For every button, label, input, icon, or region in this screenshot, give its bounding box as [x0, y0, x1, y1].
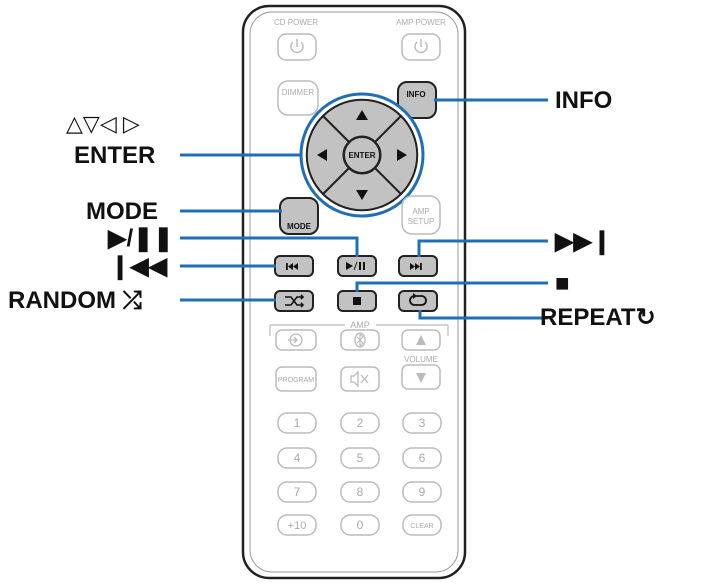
input-source-button[interactable] [275, 329, 317, 351]
key-5-label: 5 [357, 451, 364, 465]
volume-down-button[interactable] [401, 364, 441, 390]
key-7-label: 7 [294, 485, 301, 499]
key-5[interactable]: 5 [340, 447, 380, 469]
leader-stop [355, 281, 548, 292]
cd-power-button[interactable] [277, 33, 317, 61]
amp-setup-label-line1: AMP [412, 207, 429, 216]
amp-power-label: AMP POWER [396, 18, 446, 27]
input-icon [288, 333, 303, 347]
volume-up-icon [416, 335, 426, 345]
key-9-label: 9 [419, 485, 426, 499]
key-0[interactable]: 0 [340, 514, 380, 536]
enter-button-label: ENTER [348, 151, 375, 160]
repeat-icon [409, 293, 427, 306]
next-track-icon [410, 263, 422, 270]
program-label: PROGRAM [278, 377, 314, 384]
key-0-label: 0 [357, 518, 364, 532]
cd-power-label: CD POWER [274, 18, 318, 27]
volume-down-icon [416, 373, 426, 383]
callout-enter: ENTER [74, 142, 156, 169]
leader-play-pause [180, 236, 359, 257]
play-pause-icon [346, 261, 365, 271]
callout-info: INFO [555, 87, 613, 114]
key-2[interactable]: 2 [340, 412, 380, 434]
callout-arrows: △▽◁ ▷ [66, 111, 140, 136]
program-button[interactable]: PROGRAM [275, 366, 317, 392]
callout-repeat: REPEAT↻ [540, 304, 656, 331]
keypad: 1 2 3 4 5 6 7 8 [277, 412, 442, 536]
callout-mode: MODE [86, 198, 158, 225]
amp-setup-button[interactable]: AMP SETUP [401, 195, 441, 235]
power-icon [290, 39, 304, 54]
dpad: ENTER [299, 92, 425, 218]
clear-button[interactable]: CLEAR [402, 514, 442, 536]
key-2-label: 2 [357, 416, 364, 430]
right-arrow-icon [397, 149, 407, 161]
amp-section: AMP [269, 320, 449, 336]
leader-lines [180, 98, 548, 320]
key-7[interactable]: 7 [277, 481, 317, 503]
leader-next [417, 239, 548, 257]
stop-icon [353, 297, 361, 305]
random-button[interactable] [274, 290, 314, 312]
info-button-label: INFO [406, 90, 425, 99]
callout-random: RANDOM ⤮ [8, 287, 142, 314]
bluetooth-icon [354, 332, 366, 348]
bluetooth-button[interactable] [340, 329, 380, 351]
clear-label: CLEAR [410, 523, 433, 530]
mute-button[interactable] [340, 366, 380, 392]
prev-track-icon [286, 263, 298, 270]
key-4[interactable]: 4 [277, 447, 317, 469]
mute-icon [350, 370, 369, 388]
key-4-label: 4 [294, 451, 301, 465]
repeat-button[interactable] [398, 290, 438, 312]
callout-play-pause: ▶/❚❚ [108, 225, 174, 252]
callout-stop: ■ [555, 270, 570, 297]
key-1[interactable]: 1 [277, 412, 317, 434]
callout-next: ▶▶❙ [555, 228, 613, 255]
left-arrow-icon [317, 149, 327, 161]
key-6-label: 6 [419, 451, 426, 465]
callout-prev: ❙◀◀ [110, 253, 168, 280]
mode-button-label: MODE [287, 222, 312, 231]
key-9[interactable]: 9 [402, 481, 442, 503]
leader-repeat [418, 310, 548, 320]
amp-power-button[interactable] [401, 33, 441, 61]
key-6[interactable]: 6 [402, 447, 442, 469]
key-plus10-label: +10 [288, 520, 307, 532]
enter-button[interactable]: ENTER [343, 136, 381, 174]
key-8-label: 8 [357, 485, 364, 499]
play-pause-button[interactable] [337, 255, 377, 277]
stop-button[interactable] [337, 290, 377, 312]
up-arrow-icon [356, 110, 368, 120]
amp-setup-label-line2: SETUP [408, 217, 435, 226]
amp-group-label: AMP [350, 320, 370, 330]
key-3[interactable]: 3 [402, 412, 442, 434]
shuffle-icon [285, 294, 305, 308]
key-plus10[interactable]: +10 [277, 514, 317, 536]
key-1-label: 1 [294, 416, 301, 430]
dimmer-label: DIMMER [282, 88, 315, 97]
dimmer-button[interactable]: DIMMER [277, 80, 319, 116]
volume-up-button[interactable] [401, 329, 441, 351]
mode-button[interactable]: MODE [279, 197, 319, 235]
down-arrow-icon [356, 190, 368, 200]
volume-label: VOLUME [404, 355, 438, 364]
key-3-label: 3 [419, 416, 426, 430]
power-icon [414, 39, 428, 54]
key-8[interactable]: 8 [340, 481, 380, 503]
next-track-button[interactable] [398, 255, 438, 277]
prev-track-button[interactable] [274, 255, 314, 277]
